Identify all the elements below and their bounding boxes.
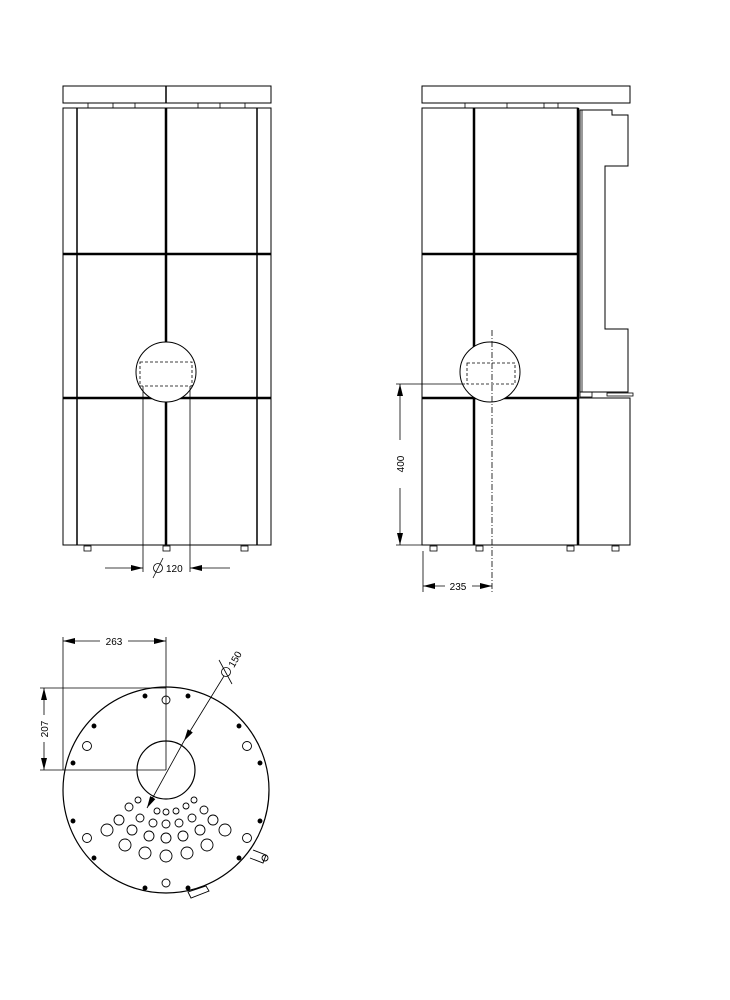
bolt-hole [257,760,263,766]
bolt-hole [236,723,242,729]
air-hole [135,813,145,823]
dimension-207 [40,687,166,771]
air-hole [113,814,125,826]
top-bolts [87,103,246,108]
bolt-hole [185,885,191,891]
top-plate [62,85,272,104]
air-hole [82,741,92,751]
air-hole [200,838,214,852]
lower-side-panel [577,397,631,546]
flue-outlet [135,341,197,403]
air-hole [143,830,155,842]
bolt-hole [236,855,242,861]
bottom-flue-diameter-label: 150 [227,649,245,669]
side-view [396,85,634,592]
air-hole [162,808,170,816]
air-hole [126,824,138,836]
bolt-hole [185,693,191,699]
handle [187,849,269,899]
air-hole [124,802,134,812]
air-hole [242,833,252,843]
air-hole [118,838,132,852]
air-hole [177,830,189,842]
bolt-hole [142,693,148,699]
front-flue-diameter-label: 120 [166,564,183,575]
door-profile [579,109,629,393]
front-view [62,85,272,579]
air-hole [199,805,209,815]
bolt-hole [70,760,76,766]
air-hole [242,741,252,751]
dimension-120 [105,557,230,579]
air-holes [70,693,263,891]
bolt-hole [70,818,76,824]
air-hole [172,807,180,815]
air-hole [207,814,219,826]
top-plate [421,85,631,104]
air-hole [148,818,158,828]
air-hole [159,849,173,863]
bolt-hole [91,855,97,861]
air-hole [190,796,198,804]
dimension-263 [62,637,167,770]
air-hole [174,818,184,828]
air-hole [138,846,152,860]
flue-outlet [459,341,521,403]
bolt-hole [91,723,97,729]
air-hole [82,833,92,843]
bottom-view [40,637,270,899]
stove-body [421,107,579,546]
dimension-235 [422,551,492,592]
air-hole [100,823,114,837]
air-hole [194,824,206,836]
bolt-hole [257,818,263,824]
flue-depth-label: 235 [450,582,467,593]
air-hole [187,813,197,823]
dimension-400 [396,383,465,546]
dimension-150 [146,659,233,809]
bolt-hole [142,885,148,891]
flue-height-label: 400 [396,455,407,472]
offset-y-label: 207 [40,720,51,737]
air-hole [134,796,142,804]
air-hole [153,807,161,815]
air-hole [161,819,171,829]
offset-x-label: 263 [106,637,123,648]
air-hole [161,878,171,888]
air-hole [182,802,190,810]
air-hole [160,832,172,844]
air-hole [218,823,232,837]
feet [83,545,249,552]
air-hole [180,846,194,860]
